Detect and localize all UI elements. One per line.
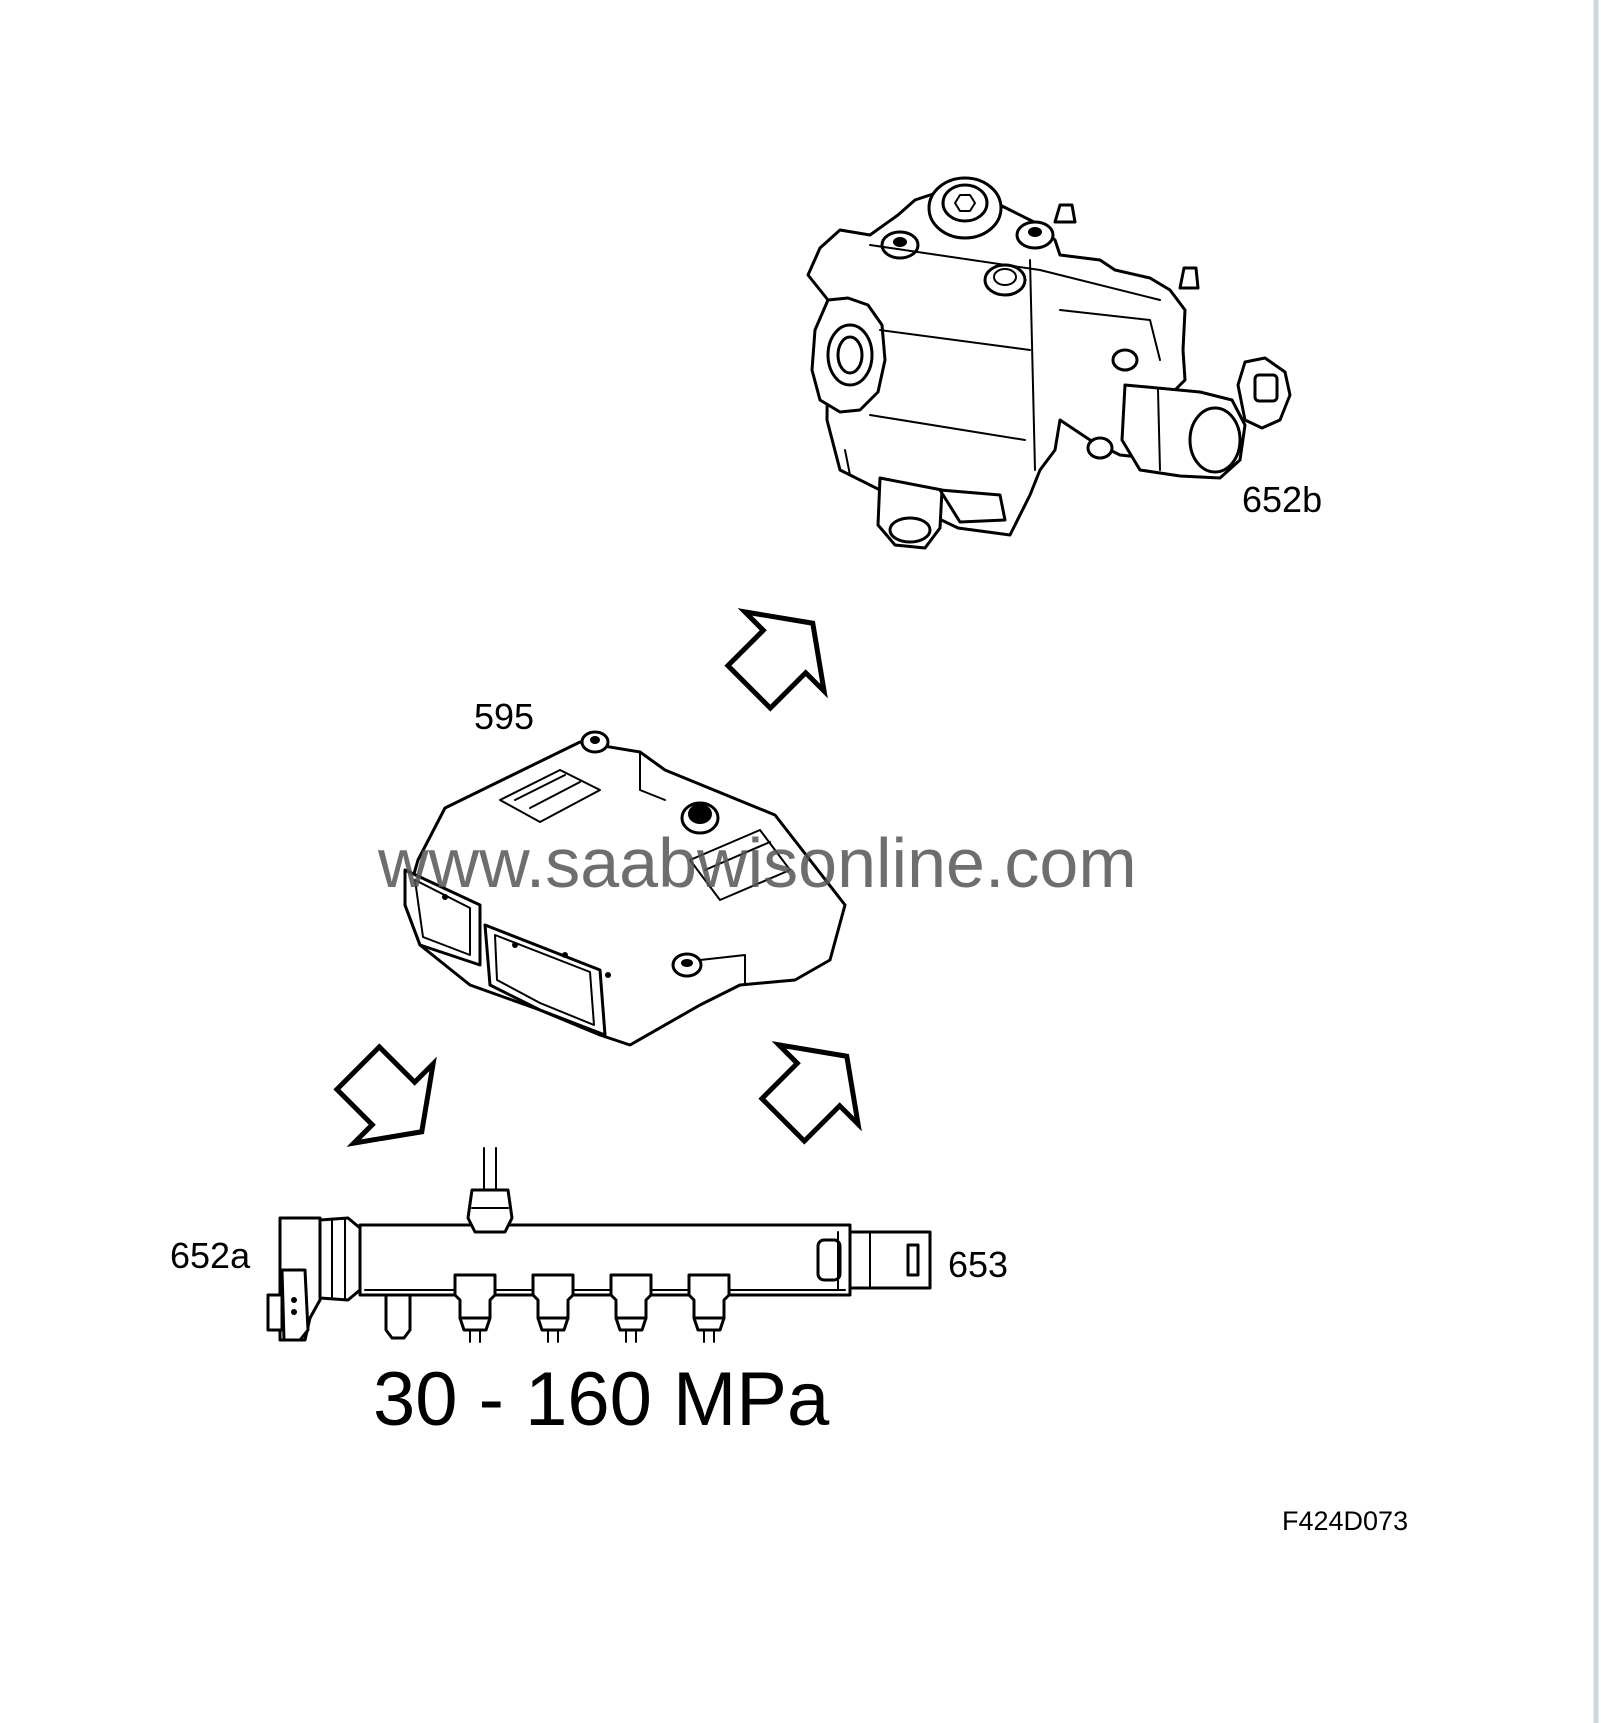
label-653: 653: [948, 1244, 1008, 1285]
watermark: www.saabwisonline.com: [377, 824, 1137, 902]
label-595: 595: [474, 696, 534, 737]
high-pressure-pump: [806, 176, 1292, 550]
rail-outlet: [687, 1273, 731, 1343]
arrow-up-right-icon: [724, 608, 828, 712]
label-652b: 652b: [1242, 479, 1322, 520]
rail-outlet: [531, 1273, 575, 1343]
arrow-down-right-icon: [333, 1043, 437, 1147]
rail-outlet: [609, 1273, 653, 1343]
pressure-range: 30 - 160 MPa: [373, 1357, 830, 1442]
rail-outlet: [453, 1273, 497, 1343]
arrow-up-right-icon: [758, 1041, 862, 1145]
fuel-rail: [266, 1147, 932, 1343]
figure-reference: F424D073: [1282, 1506, 1408, 1536]
engine-control-module: [403, 730, 847, 1047]
label-652a: 652a: [170, 1235, 251, 1276]
